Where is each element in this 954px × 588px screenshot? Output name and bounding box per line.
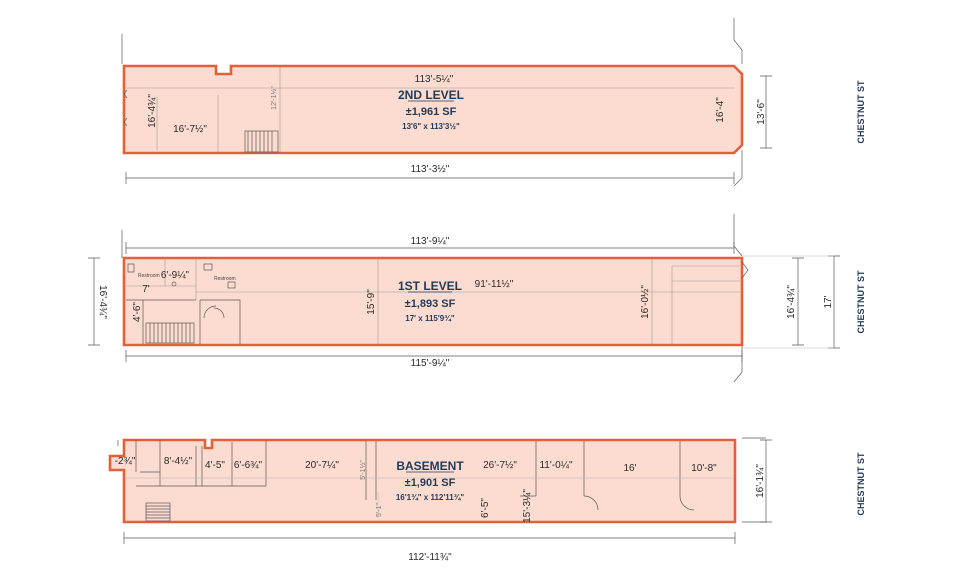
first-level-door-swings (203, 305, 225, 319)
second-level-area: ±1,961 SF (406, 106, 457, 118)
basement-area: ±1,901 SF (405, 477, 456, 489)
first-level-top-dimline (125, 242, 735, 254)
first-level-area: ±1,893 SF (405, 298, 456, 310)
basement-r11: 15'-3¼" (521, 489, 533, 523)
first-level-plan (88, 214, 840, 383)
second-level-title: 2ND LEVEL (398, 88, 464, 102)
first-level-top-dim: 113'-9¼" (411, 235, 450, 247)
first-level-right-inner-dim: 16'-0½" (640, 285, 651, 319)
basement-plan (108, 437, 772, 544)
second-level-faint-dim: 12'-1½" (270, 86, 278, 110)
basement-cross-walls (136, 471, 536, 497)
second-level-bays (123, 89, 128, 127)
first-level-walls (122, 256, 744, 347)
basement-r7: 11'-0¼" (539, 459, 573, 471)
first-level-core-walls (126, 299, 241, 344)
first-level-interior-lines (126, 258, 740, 344)
first-level-bottom-dimline (125, 350, 743, 362)
second-level-right-outer-dim: 13'-6" (756, 99, 767, 125)
basement-r9: 10'-8" (691, 463, 717, 474)
basement-r4: 6'-6¾" (234, 460, 263, 471)
street-label-second: CHESTNUT ST (856, 80, 866, 144)
second-level-top-dim: 113'-5¼" (415, 73, 454, 85)
basement-partitions (135, 440, 681, 500)
second-level-right-dimline (760, 75, 772, 149)
second-level-inner-dim: 16'-7½" (173, 124, 207, 135)
first-level-left-dimline (88, 257, 100, 346)
basement-r5: 20'-7¼" (305, 459, 339, 471)
second-level-plan (121, 18, 772, 187)
street-label-first: CHESTNUT ST (856, 270, 866, 334)
basement-r6: 26'-7½" (483, 460, 517, 471)
basement-title: BASEMENT (396, 459, 464, 473)
first-level-entry-bump (741, 261, 749, 279)
basement-door-swings (583, 495, 695, 511)
first-level-right-outer-dim: 17' (823, 295, 834, 308)
first-level-room-4-6: 4'-6" (132, 302, 143, 322)
basement-walls (108, 438, 737, 524)
basement-bottom-dimline (123, 532, 736, 544)
restroom-label-1: Restroom (138, 273, 160, 279)
first-level-dims: 17' x 115'9¾" (405, 314, 455, 323)
first-level-bottom-dim: 115'-9¼" (411, 357, 450, 369)
first-level-mid-dim: 15'-9" (366, 289, 377, 315)
first-level-floor-fill (124, 258, 742, 345)
first-level-room-6-9: 6'-9¼" (161, 269, 190, 281)
restroom-label-2: Restroom (214, 276, 236, 282)
second-level-bottom-dimline (125, 172, 735, 184)
basement-r2: 8'-4½" (164, 456, 193, 467)
basement-faint-1: 5'-1½" (359, 460, 367, 480)
basement-r8: 16' (623, 463, 636, 474)
restroom-fixtures (127, 263, 236, 289)
second-level-interior-lines (156, 67, 281, 152)
basement-r10: 6'-5" (480, 498, 491, 518)
second-level-left-dim: 16'-4¾" (147, 94, 158, 128)
second-level-right-inner-dim: 16'-4" (715, 97, 726, 123)
first-level-long-dim: 91'-11½" (475, 279, 514, 290)
basement-faint-2: 5'-1" (376, 503, 383, 517)
adjacent-wall-lines (121, 18, 743, 187)
second-level-walls (122, 64, 744, 155)
basement-dims: 16'1¾" x 112'11¾" (396, 493, 465, 502)
first-level-left-dim: 16'-4¾" (97, 285, 108, 319)
first-level-title: 1ST LEVEL (398, 279, 462, 293)
first-level-extension-lines (742, 255, 834, 349)
first-level-room-7: 7' (142, 284, 150, 295)
second-level-bottom-dim: 113'-3½" (411, 164, 450, 175)
second-level-dims: 13'6" x 113'3½" (402, 122, 460, 131)
basement-r3: 4'-5" (205, 460, 225, 471)
basement-r1: -2¾" (115, 456, 136, 467)
street-label-basement: CHESTNUT ST (856, 452, 866, 516)
second-level-stair (244, 130, 279, 153)
first-level-right-dimline-1 (792, 257, 804, 346)
basement-bottom-dim: 112'-11¾" (408, 552, 452, 563)
basement-right-outer-dim: 16'-1¾" (755, 464, 766, 498)
first-level-right-mid-dim: 16'-4¾" (786, 285, 797, 319)
first-level-stair (145, 322, 195, 344)
basement-stair (145, 502, 171, 522)
basement-right-dimline (760, 439, 772, 523)
